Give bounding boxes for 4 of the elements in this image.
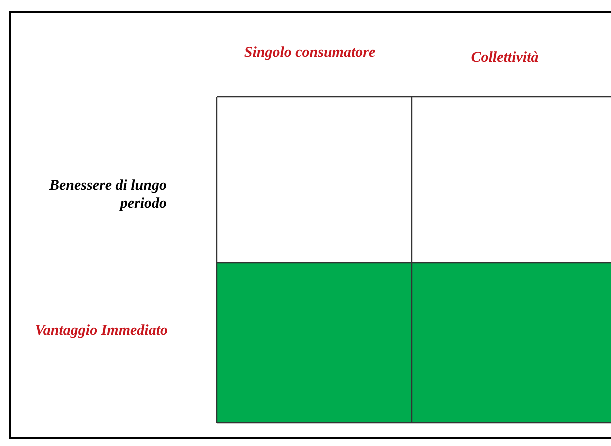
row-header: Vantaggio Immediato (34, 322, 168, 340)
column-header: Singolo consumatore (243, 44, 377, 62)
row-header: Benessere di lungo periodo (48, 177, 167, 213)
column-header: Collettività (470, 49, 540, 67)
